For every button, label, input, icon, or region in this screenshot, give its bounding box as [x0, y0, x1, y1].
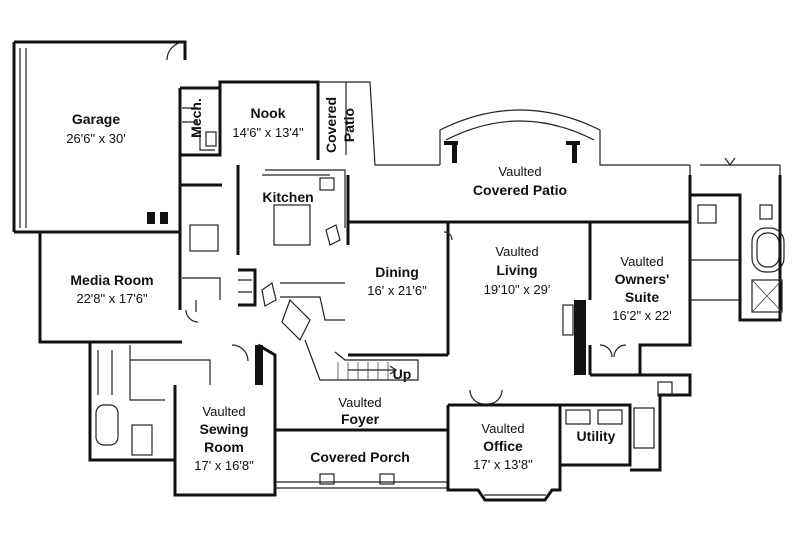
kitchen-walls	[178, 155, 350, 255]
dining-size: 16' x 21'6"	[367, 283, 427, 298]
sewing-room-size: 17' x 16'8"	[194, 458, 254, 473]
media-room-size: 22'8" x 17'6"	[76, 291, 148, 306]
garage-size: 26'6" x 30'	[66, 131, 125, 146]
office-walls	[446, 403, 562, 502]
garage-label: Garage	[72, 111, 120, 127]
living-line1: Vaulted	[495, 244, 538, 259]
mech-label: Mech.	[188, 98, 204, 138]
kitchen-label: Kitchen	[262, 189, 313, 205]
media-room-label: Media Room	[70, 272, 153, 288]
office-size: 17' x 13'8"	[473, 457, 533, 472]
covered-patio-small-line1: Covered	[323, 97, 339, 153]
office-line2: Office	[483, 438, 523, 454]
covered-patio-small-outline	[318, 81, 440, 166]
sewing-room-line1: Vaulted	[202, 404, 245, 419]
stair	[304, 339, 419, 381]
vaulted-covered-patio-outline	[439, 109, 781, 175]
owners-suite-line1: Vaulted	[620, 254, 663, 269]
sewing-room-line2: Sewing	[199, 421, 248, 437]
office-line1: Vaulted	[481, 421, 524, 436]
sewing-room-line3: Room	[204, 439, 244, 455]
vaulted-covered-patio-line1: Vaulted	[498, 164, 541, 179]
foyer-line2: Foyer	[341, 411, 380, 427]
owners-suite-walls	[588, 175, 785, 377]
living-size: 19'10" x 29'	[484, 282, 551, 297]
stair-up-label: Up	[393, 366, 412, 382]
owners-suite-line2: Owners'	[615, 271, 670, 287]
living-walls	[443, 222, 586, 375]
dining-label: Dining	[375, 264, 419, 280]
nook-label: Nook	[251, 105, 286, 121]
nook-size: 14'6" x 13'4"	[232, 125, 304, 140]
vaulted-covered-patio-line2: Covered Patio	[473, 182, 567, 198]
media-room-walls	[38, 232, 257, 344]
sewing-room-walls	[88, 342, 277, 497]
foyer-line1: Vaulted	[338, 395, 381, 410]
living-line2: Living	[496, 262, 537, 278]
mech-nook-walls	[178, 80, 320, 160]
owners-suite-line3: Suite	[625, 289, 659, 305]
foyer-porch-walls	[275, 389, 503, 489]
utility-label: Utility	[577, 428, 616, 444]
room-labels: Garage 26'6" x 30' Mech. Nook 14'6" x 13…	[66, 97, 671, 473]
dining-walls	[261, 220, 690, 357]
covered-patio-small-line2: Patio	[341, 108, 357, 142]
utility-walls	[560, 373, 692, 472]
covered-porch-label: Covered Porch	[310, 449, 410, 465]
owners-suite-size: 16'2" x 22'	[612, 308, 671, 323]
